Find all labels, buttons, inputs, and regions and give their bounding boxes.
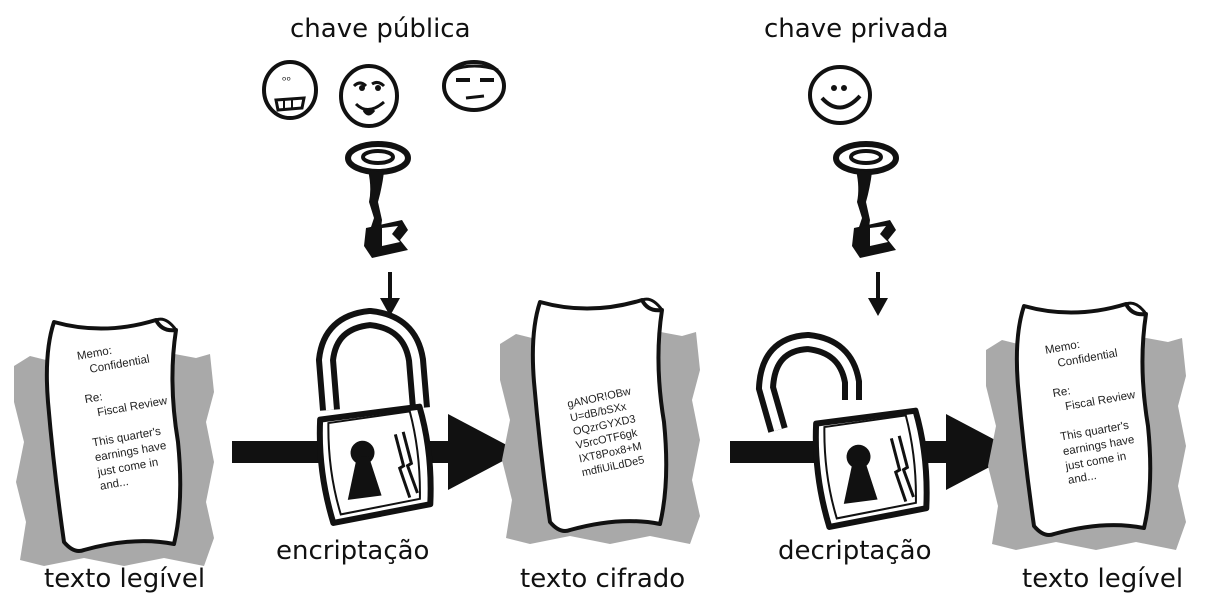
face-icon <box>808 65 872 125</box>
face-icon <box>339 64 399 128</box>
key-icon <box>836 144 896 258</box>
arrow-icon <box>380 272 400 316</box>
padlock-open-icon <box>755 331 929 528</box>
padlock-closed-icon <box>318 307 434 524</box>
encryption-label: encriptação <box>276 536 430 566</box>
private-key-label: chave privada <box>764 14 949 44</box>
ciphertext-label: texto cifrado <box>520 564 686 594</box>
face-icon: ᵒᵒ <box>262 60 318 120</box>
plaintext-right-label: texto legível <box>1022 564 1184 594</box>
plaintext-left-label: texto legível <box>44 564 206 594</box>
public-key-label: chave pública <box>290 14 471 44</box>
svg-text:ᵒᵒ: ᵒᵒ <box>282 74 291 87</box>
face-icon <box>442 60 506 112</box>
decryption-label: decriptação <box>778 536 932 566</box>
arrow-icon <box>868 272 888 316</box>
key-icon <box>348 144 408 258</box>
